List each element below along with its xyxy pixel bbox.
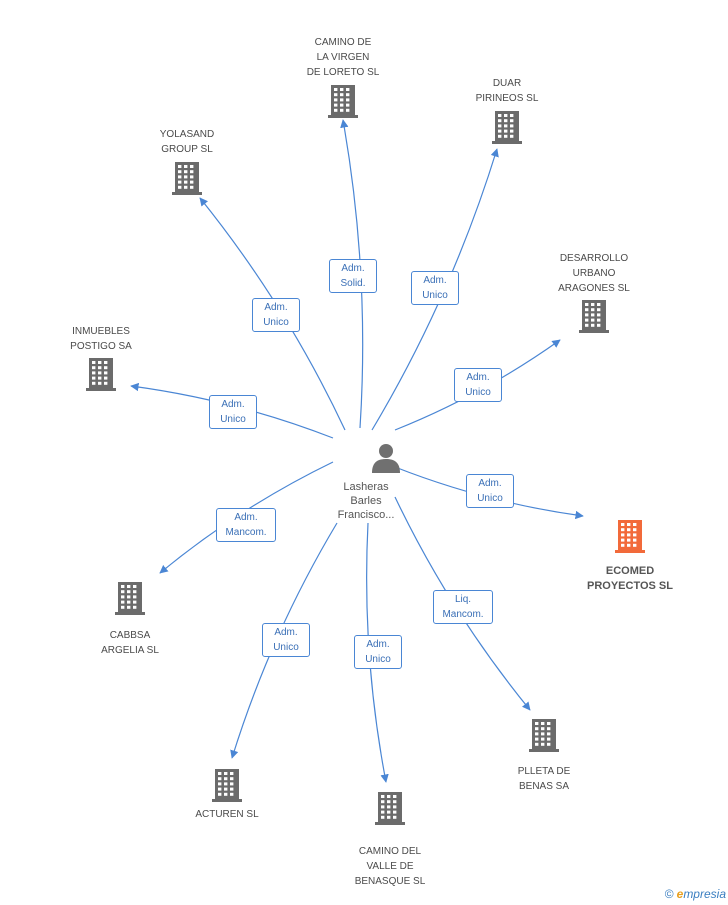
company-name: PLLETA DE BENAS SA [517,766,571,792]
company-name: INMUEBLES POSTIGO SA [70,326,132,352]
company-node-camino-virgen[interactable] [263,84,423,118]
company-name: DESARROLLO URBANO ARAGONES SL [558,252,630,294]
relation-label-inmuebles: Adm. Unico [209,395,257,429]
company-node-yolasand[interactable] [107,161,267,195]
relation-label-duar: Adm. Unico [411,271,459,305]
company-node-camino-valle[interactable] [310,791,470,825]
company-node-cabbsa[interactable] [50,581,210,615]
center-person[interactable] [306,442,466,474]
building-icon [375,792,405,825]
relation-label-camino-valle: Adm. Unico [354,635,402,669]
company-label-inmuebles[interactable]: INMUEBLES POSTIGO SA [21,324,181,354]
company-node-acturen[interactable] [147,768,307,802]
company-label-camino-valle[interactable]: CAMINO DEL VALLE DE BENASQUE SL [310,844,470,889]
building-icon [212,769,242,802]
company-label-ecomed[interactable]: ECOMED PROYECTOS SL [550,564,710,594]
company-label-acturen[interactable]: ACTUREN SL [147,807,307,822]
company-name: DUAR PIRINEOS SL [475,78,539,104]
company-name: CABBSA ARGELIA SL [101,630,159,656]
company-label-desarrollo[interactable]: DESARROLLO URBANO ARAGONES SL [514,251,674,296]
company-label-cabbsa[interactable]: CABBSA ARGELIA SL [50,628,210,658]
relation-label-ecomed: Adm. Unico [466,474,514,508]
center-person-name: Lasheras Barles Francisco... [337,481,395,521]
company-name: CAMINO DE LA VIRGEN DE LORETO SL [306,36,380,78]
copyright-symbol: © [664,887,674,901]
company-label-yolasand[interactable]: YOLASAND GROUP SL [107,127,267,157]
building-icon [615,520,645,553]
brand-footer: ©empresia [665,887,726,901]
company-node-ecomed[interactable] [550,519,710,553]
relation-label-desarrollo: Adm. Unico [454,368,502,402]
company-node-duar[interactable] [427,110,587,144]
company-name: CAMINO DEL VALLE DE BENASQUE SL [354,846,426,887]
company-label-duar[interactable]: DUAR PIRINEOS SL [427,76,587,106]
relation-label-cabbsa: Adm. Mancom. [216,508,276,542]
company-name: YOLASAND GROUP SL [159,129,215,155]
building-icon [115,582,145,615]
person-icon [372,444,400,473]
relation-label-plleta: Liq. Mancom. [433,590,493,624]
building-icon [328,85,358,118]
company-name: ACTUREN SL [195,809,259,820]
brand-initial: e [676,887,684,901]
building-icon [529,719,559,752]
company-label-plleta[interactable]: PLLETA DE BENAS SA [464,764,624,794]
company-label-camino-virgen[interactable]: CAMINO DE LA VIRGEN DE LORETO SL [263,35,423,80]
company-node-plleta[interactable] [464,718,624,752]
brand-name: mpresia [683,887,726,901]
company-node-inmuebles[interactable] [21,357,181,391]
relation-label-camino-virgen: Adm. Solid. [329,259,377,293]
building-icon [172,162,202,195]
building-icon [579,300,609,333]
company-node-desarrollo[interactable] [514,299,674,333]
company-name: ECOMED PROYECTOS SL [587,565,673,592]
building-icon [86,358,116,391]
relation-label-acturen: Adm. Unico [262,623,310,657]
building-icon [492,111,522,144]
relation-label-yolasand: Adm. Unico [252,298,300,332]
